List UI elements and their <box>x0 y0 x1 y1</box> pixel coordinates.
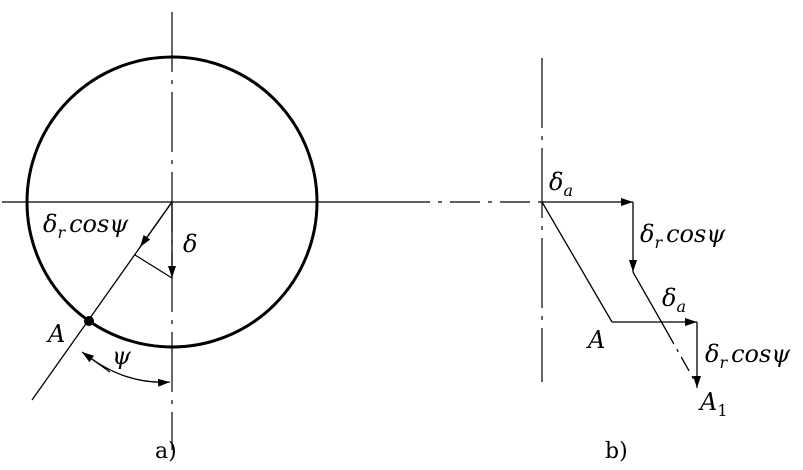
diagonal-mid <box>632 271 667 331</box>
radial-component-arrow <box>139 201 173 248</box>
caption-a: a) <box>155 439 177 464</box>
caption-b: b) <box>605 439 628 464</box>
point-a-dot <box>84 316 94 326</box>
label-psi: ψ <box>112 342 132 370</box>
projection-line <box>134 254 173 279</box>
diagonal-lower-dashdot <box>665 329 698 386</box>
label-delta: δ <box>183 230 197 258</box>
diagonal-to-a <box>541 201 613 323</box>
label-point-a1: A1 <box>698 388 728 420</box>
label-delta-a-mid: δa <box>662 284 686 316</box>
label-delta-a-top: δa <box>549 168 573 200</box>
label-point-a-b: A <box>586 326 605 354</box>
angle-arc-psi-start <box>81 351 111 373</box>
label-point-a: A <box>46 320 65 348</box>
circle-outline <box>25 55 319 349</box>
